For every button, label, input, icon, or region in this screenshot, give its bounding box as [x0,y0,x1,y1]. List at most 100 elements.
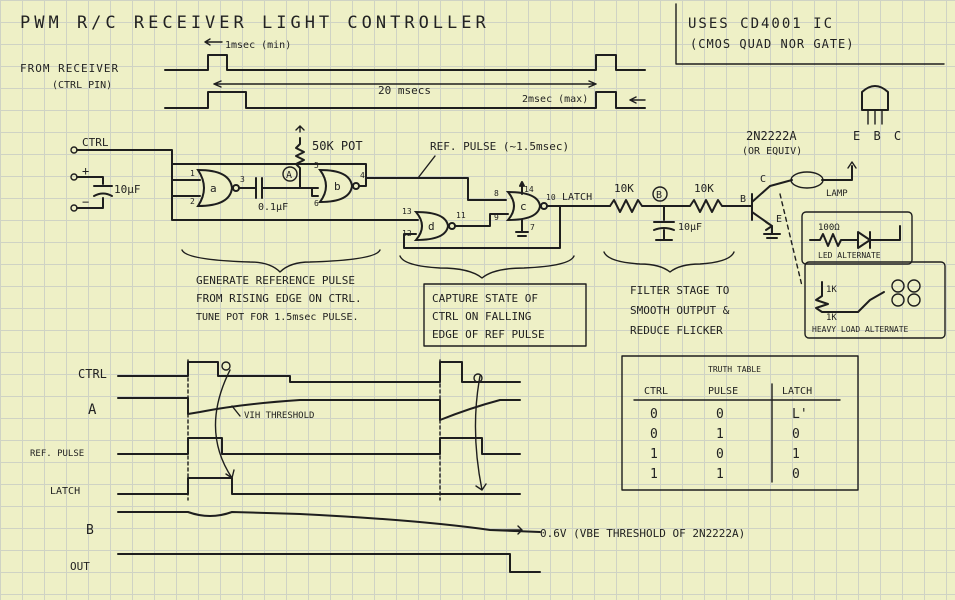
truth-header-ctrl: CTRL [644,386,668,397]
lamp-label: LAMP [826,189,848,199]
ref-pulse-wire [171,163,507,201]
filter-capacitor [653,205,675,241]
node-b-label: B [656,190,662,201]
input-cap-label: 10µF [114,183,141,196]
pin-b-in2: 6 [314,199,319,208]
pin-b-in: 5 [314,161,319,170]
stage1-line1: GENERATE REFERENCE PULSE [196,274,355,287]
transistor-package-leads [867,109,883,125]
timing-row-ref-pulse: REF. PULSE [30,449,84,459]
heavy-r1-label: 1K [826,285,837,295]
node-b-marker [652,186,668,202]
pin-d-out: 11 [456,211,466,220]
gate-c-label: c [520,200,527,213]
truth-cell-r2-c1: 0 [716,447,724,462]
truth-header-latch: LATCH [782,386,812,397]
truth-header-pulse: PULSE [708,386,738,397]
max-pulse-label: 2msec (max) [522,94,588,105]
threshold-note: VIH THRESHOLD [244,411,314,421]
nor-gate-d [413,210,450,242]
heavy-r2-label: 1K [826,313,837,323]
lamp-wires [769,165,853,187]
node-a-label: A [286,170,292,181]
gate-b-label: b [334,180,341,193]
filter-resistors [609,199,753,213]
timing-row-latch: LATCH [50,486,80,497]
truth-cell-r3-c2: 0 [792,467,800,482]
gate-b-input-tie [311,187,319,197]
receiver-pin-label: (CTRL PIN) [52,80,112,91]
minus-label: − [82,195,89,209]
supply-wires [76,176,104,209]
ebc-label: E B C [853,129,904,143]
r1-label: 10K [614,182,634,195]
stage3-brace [603,251,735,273]
r2-label: 10K [694,182,714,195]
truth-cell-r3-c1: 1 [716,467,724,482]
timing-row-ctrl: CTRL [78,367,107,381]
timing-row-out: OUT [70,560,90,573]
stage3-line1: FILTER STAGE TO [630,284,729,297]
gate-a-inputs [171,179,201,197]
stage1-brace [181,249,381,273]
timing-causal-arrows [214,369,487,491]
pin-a-out: 3 [240,175,245,184]
truth-cell-r0-c2: L' [792,407,808,422]
led-alternate-circuit [809,225,901,249]
coupling-capacitor [238,177,319,199]
input-capacitor [93,185,113,197]
truth-cell-r1-c0: 0 [650,427,658,442]
pot-50k [295,137,305,189]
waveform-bottom [164,91,646,109]
min-pulse-arrow [204,38,223,46]
receiver-label: FROM RECEIVER [20,62,119,75]
latch-wire-label: LATCH [562,192,592,203]
stage3-line3: REDUCE FLICKER [630,324,723,337]
node-a-marker [282,166,298,182]
lamp-symbol [790,171,824,189]
pin-c-in2: 9 [494,213,499,222]
transistor-sub-label: (OR EQUIV) [742,146,802,157]
lamp-supply-arrow [847,161,857,169]
stage2-box [423,283,587,347]
heavy-load-label: HEAVY LOAD ALTERNATE [812,325,909,334]
alternate-pointer [779,193,803,287]
nor-gate-a [196,168,234,208]
pin-a-in1: 1 [190,169,195,178]
ref-pulse-pointer [417,155,436,179]
timing-row-a: A [88,402,97,418]
stage2-line1: CAPTURE STATE OF [432,292,538,305]
uses-box-line2: (CMOS QUAD NOR GATE) [690,37,855,51]
timing-row-b: B [86,523,94,538]
min-pulse-label: 1msec (min) [225,40,291,51]
heavy-load-resistors [815,281,859,313]
latch-feedback-wire [403,205,561,249]
truth-cell-r0-c1: 0 [716,407,724,422]
stage1-line3: TUNE POT FOR 1.5msec PULSE. [196,312,359,323]
gate-d-label: d [428,220,435,233]
waveform-top [164,54,646,71]
pin-b-out: 4 [360,171,365,180]
truth-cell-r2-c0: 1 [650,447,658,462]
period-arrow [213,80,597,88]
truth-table-title: TRUTH TABLE [708,365,761,374]
cap-b-label: 10µF [678,222,702,233]
stage2-line3: EDGE OF REF PULSE [432,328,545,341]
cap-a-label: 0.1µF [258,202,288,213]
pin-a-in2: 2 [190,197,195,206]
gate-c-power [515,181,529,237]
pin-b-label: B [740,194,746,205]
pin-c-label: C [760,174,766,185]
gate-d-wires [399,213,509,227]
nor-gate-b [318,168,354,204]
truth-cell-r3-c0: 1 [650,467,658,482]
ctrl-input-label: CTRL [82,136,109,149]
uses-box-line1: USES CD4001 IC [688,16,834,32]
max-pulse-arrow [629,96,646,104]
pin-d-in1: 13 [402,207,412,216]
timing-a-trace [117,397,521,421]
pin-e-label: E [776,214,782,225]
stage2-line2: CTRL ON FALLING [432,310,531,323]
transistor-symbol [751,185,773,231]
